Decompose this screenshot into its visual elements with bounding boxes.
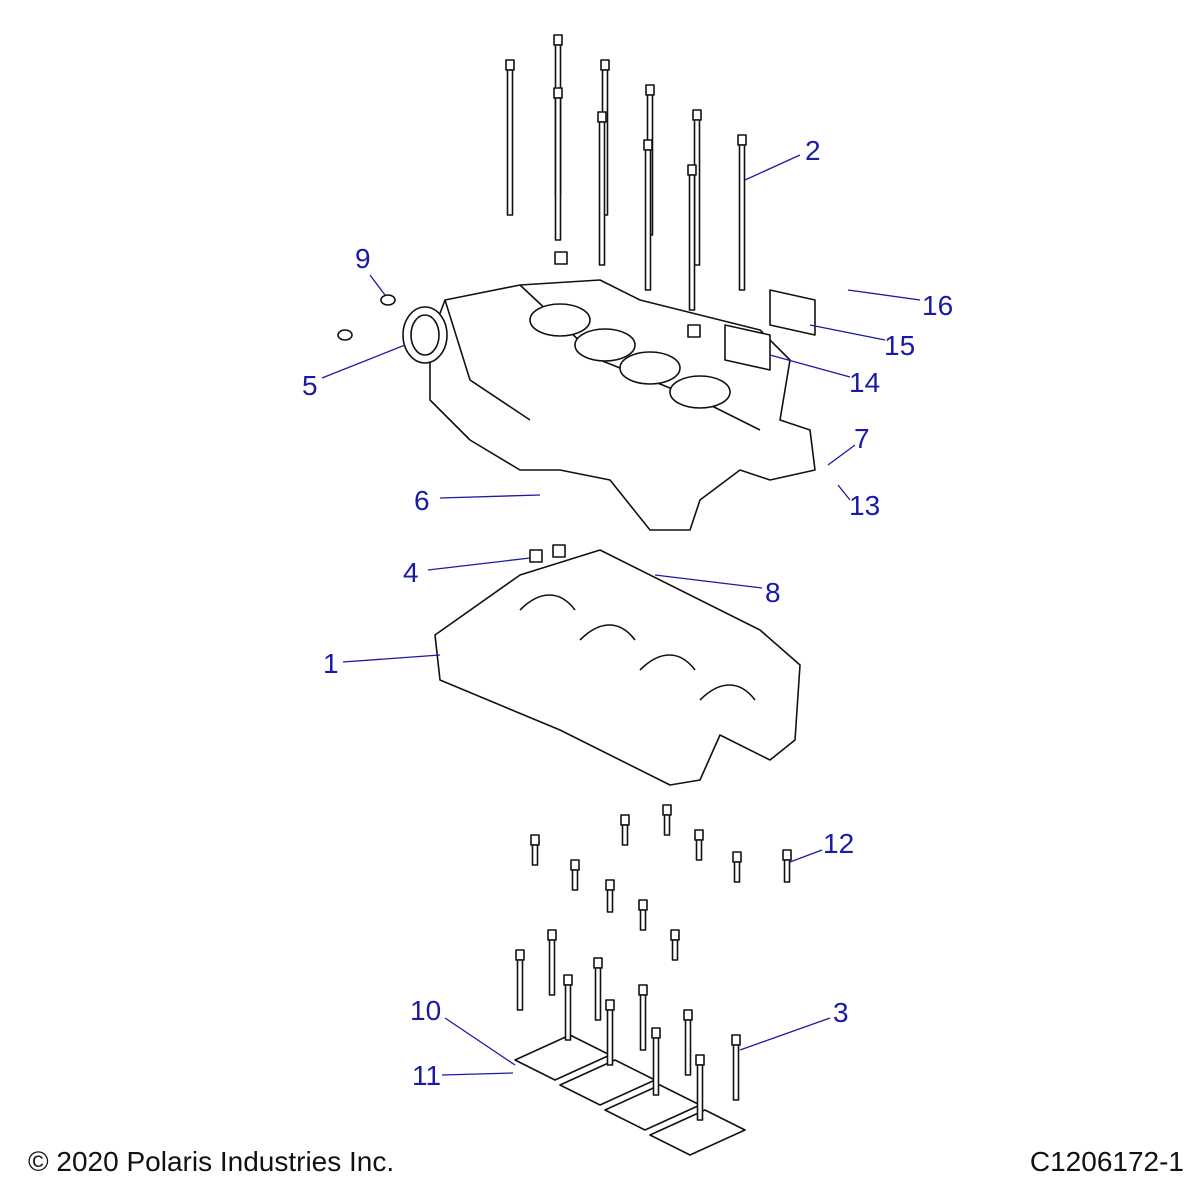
main-bearing-bolt bbox=[651, 1027, 661, 1096]
head-bolt bbox=[643, 139, 653, 291]
cylinder-bore bbox=[619, 351, 681, 385]
callout-10[interactable]: 10 bbox=[410, 995, 442, 1026]
main-bearing-bolt bbox=[605, 999, 615, 1066]
callout-12[interactable]: 12 bbox=[823, 828, 855, 859]
crankcase-bolt bbox=[638, 899, 648, 931]
main-bearing-bolt bbox=[731, 1034, 741, 1101]
callout-2[interactable]: 2 bbox=[805, 135, 821, 166]
leader-line bbox=[369, 274, 386, 296]
main-bearing-bolt bbox=[683, 1009, 693, 1076]
crankcase-bolt bbox=[732, 851, 742, 883]
diagram-id: C1206172-1 bbox=[1029, 1146, 1184, 1177]
callout-16[interactable]: 16 bbox=[922, 290, 954, 321]
crankcase-bolt bbox=[694, 829, 704, 861]
cylinder-block bbox=[429, 279, 816, 531]
cylinder-bore bbox=[574, 328, 636, 362]
callout-6[interactable]: 6 bbox=[414, 485, 430, 516]
leader-line bbox=[441, 1072, 514, 1076]
leader-line bbox=[444, 1017, 516, 1066]
leader-line bbox=[427, 557, 531, 571]
crankcase-bolt bbox=[605, 879, 615, 913]
crankcase-bolt bbox=[570, 859, 580, 891]
bearing-cap-plate bbox=[649, 1109, 746, 1156]
main-bearing-bolt bbox=[695, 1054, 705, 1121]
main-bearing-bolt bbox=[547, 929, 557, 996]
callout-14[interactable]: 14 bbox=[849, 367, 881, 398]
crankcase-bolt bbox=[662, 804, 672, 836]
callout-7[interactable]: 7 bbox=[854, 423, 870, 454]
leader-line bbox=[789, 849, 823, 863]
callout-8[interactable]: 8 bbox=[765, 577, 781, 608]
main-bearing-bolt bbox=[638, 984, 648, 1051]
head-bolt bbox=[737, 134, 747, 291]
callout-15[interactable]: 15 bbox=[884, 330, 916, 361]
leader-line bbox=[654, 574, 763, 589]
leader-line bbox=[744, 154, 801, 181]
crankcase-bolt bbox=[670, 929, 680, 961]
leader-line bbox=[809, 324, 886, 341]
leader-line bbox=[847, 289, 921, 301]
leader-line bbox=[827, 444, 856, 466]
callout-5[interactable]: 5 bbox=[302, 370, 318, 401]
cover bbox=[769, 289, 816, 336]
cylinder-bore bbox=[529, 303, 591, 337]
leader-line bbox=[739, 1017, 831, 1051]
head-bolt bbox=[505, 59, 515, 216]
copyright-text: © 2020 Polaris Industries Inc. bbox=[28, 1146, 395, 1177]
main-bearing-bolt bbox=[563, 974, 573, 1041]
leader-line bbox=[342, 654, 441, 663]
leader-line bbox=[837, 484, 851, 501]
lower-crankcase bbox=[434, 549, 801, 786]
crankcase-bolt bbox=[530, 834, 540, 866]
leader-line bbox=[769, 354, 851, 378]
head-bolt bbox=[597, 111, 607, 266]
callout-11[interactable]: 11 bbox=[412, 1060, 442, 1091]
main-bearing-bolt bbox=[515, 949, 525, 1011]
head-bolt bbox=[687, 164, 697, 311]
callout-9[interactable]: 9 bbox=[355, 243, 371, 274]
crankcase-bolt bbox=[782, 849, 792, 883]
leader-line bbox=[439, 494, 541, 499]
gasket bbox=[724, 324, 771, 371]
callout-4[interactable]: 4 bbox=[403, 557, 419, 588]
cylinder-bore bbox=[669, 375, 731, 409]
crankcase-bolt bbox=[620, 814, 630, 846]
head-bolt bbox=[553, 87, 563, 241]
leader-line bbox=[321, 344, 406, 379]
main-bearing-bolt bbox=[593, 957, 603, 1021]
callout-13[interactable]: 13 bbox=[849, 490, 881, 521]
callout-1[interactable]: 1 bbox=[323, 648, 339, 679]
callout-3[interactable]: 3 bbox=[833, 997, 849, 1028]
